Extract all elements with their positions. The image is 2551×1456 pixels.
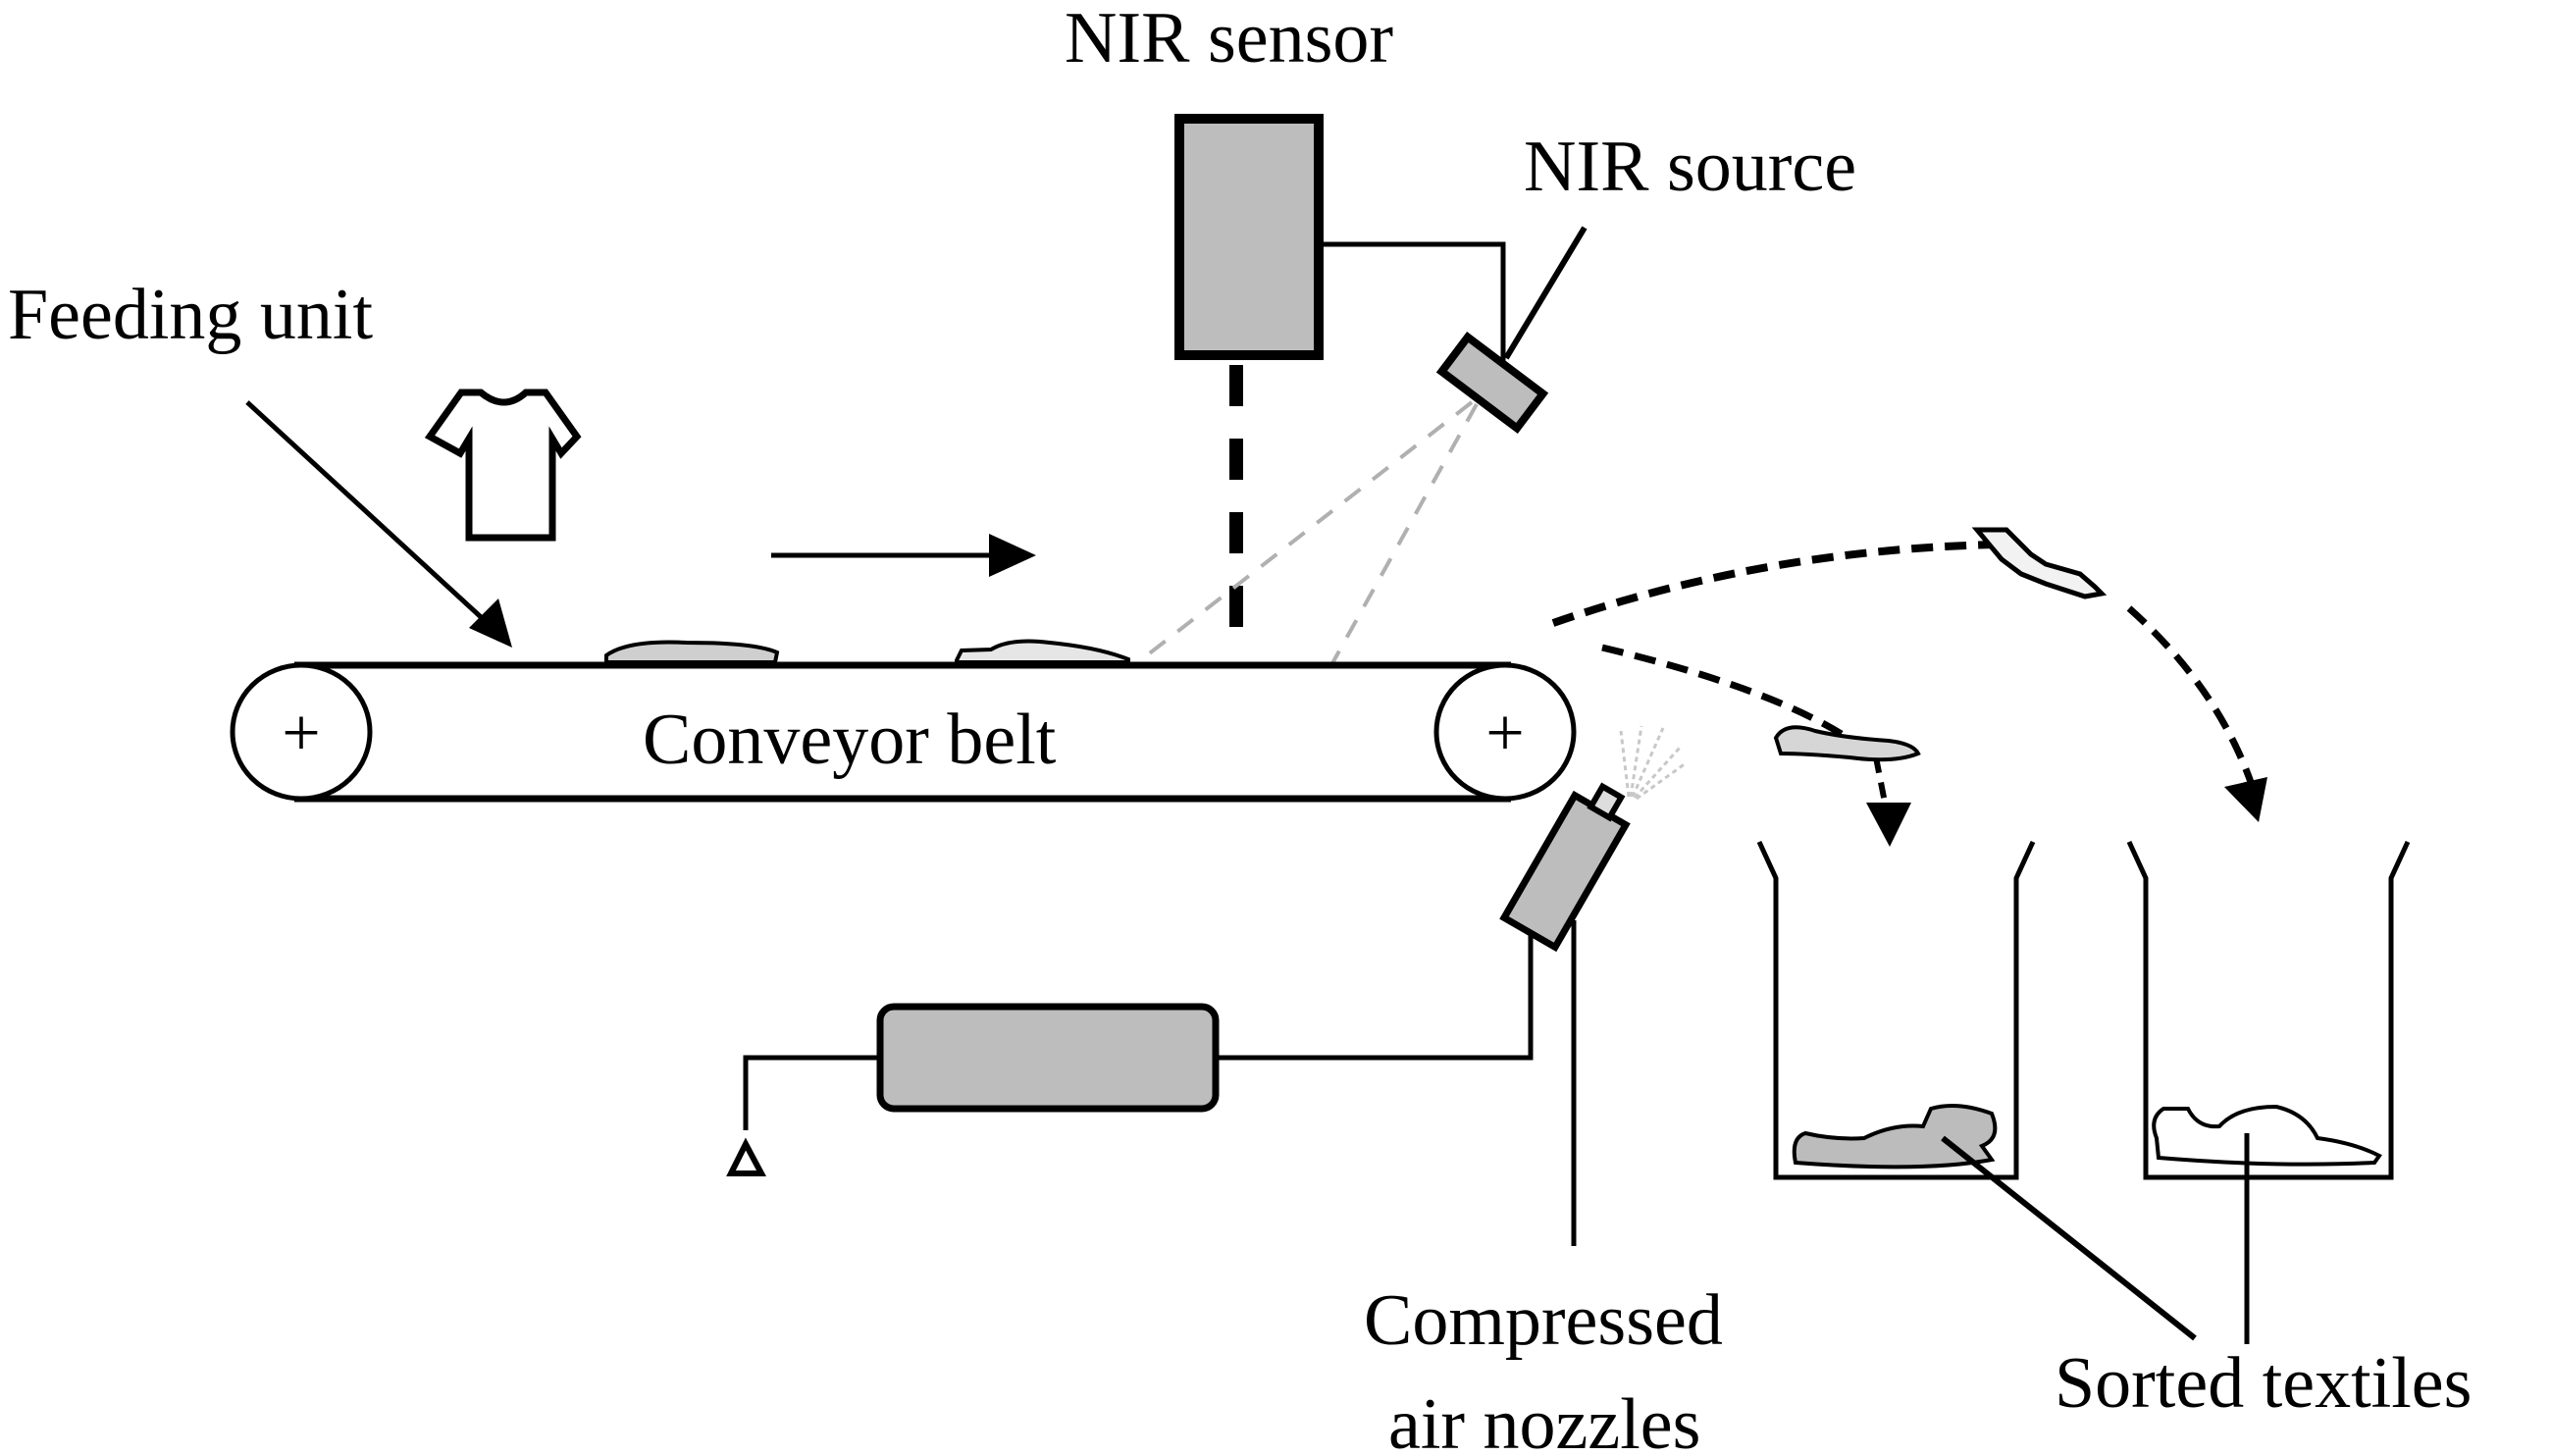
nir-sensor-label: NIR sensor [1065,0,1393,78]
trajectory-near-arrow-head-icon [1866,803,1911,847]
nir-beam-right [1330,403,1479,664]
roller-left-plus-icon: + [282,696,320,771]
feeding-arrow-head-icon [469,598,512,648]
sorted-textile-bin-2-icon [2152,1104,2382,1167]
feeding-unit-leader-line [245,400,493,628]
air-supply-pipe [743,1055,880,1130]
sorted-textiles-label: Sorted textiles [2055,1343,2472,1424]
trajectory-near [1601,644,1847,739]
bin-1-outline [1756,840,2036,1180]
compressed-air-label-line2: air nozzles [1388,1384,1700,1456]
nozzle-supply-pipe [1216,922,1534,1061]
textile-on-belt-1-icon [604,640,780,664]
nir-sensor [1174,114,1506,652]
trajectory-near-drop [1873,756,1889,808]
sorted-textile-bin-1-icon [1792,1104,1998,1170]
nir-beam-left [1136,400,1474,664]
trajectory-far-drop [2126,605,2256,787]
airborne-textile-far-icon [1971,527,2108,599]
airborne-textile-near-icon [1773,725,1921,762]
conveyor-belt: + + [230,639,1577,803]
tshirt-icon [424,389,582,542]
trajectory-far-arrow-head-icon [2224,777,2267,822]
bin-2-outline [2126,840,2411,1180]
nir-source-label: NIR source [1524,127,1856,207]
compressor-tank [876,1003,1220,1113]
direction-arrow-head-icon [989,534,1036,577]
nir-source [1136,226,1588,664]
ground-symbol-icon [726,1137,766,1176]
feeding-unit [245,389,1036,648]
feeding-unit-label: Feeding unit [8,275,373,355]
trajectories [1551,527,2267,847]
textile-on-belt-2-icon [955,639,1130,664]
nir-source-leader-line [1503,226,1588,360]
nir-source-lamp [1435,331,1549,435]
roller-right: + [1433,662,1577,802]
bin-1 [1756,840,2036,1180]
trajectory-far [1551,541,1998,627]
air-jet-spray-icon [1619,725,1687,801]
air-nozzles [726,725,1687,1246]
compressed-air-label-line1: Compressed [1364,1280,1723,1361]
bin-2 [2126,840,2411,1180]
roller-right-plus-icon: + [1485,696,1524,771]
nir-sensor-box [1174,114,1324,360]
sensor-source-cable [1321,241,1506,390]
roller-left: + [230,662,373,802]
sorted-textiles-leader-1 [1941,1135,2197,1341]
conveyor-belt-label: Conveyor belt [643,700,1057,780]
air-nozzle-tip [1587,782,1626,822]
